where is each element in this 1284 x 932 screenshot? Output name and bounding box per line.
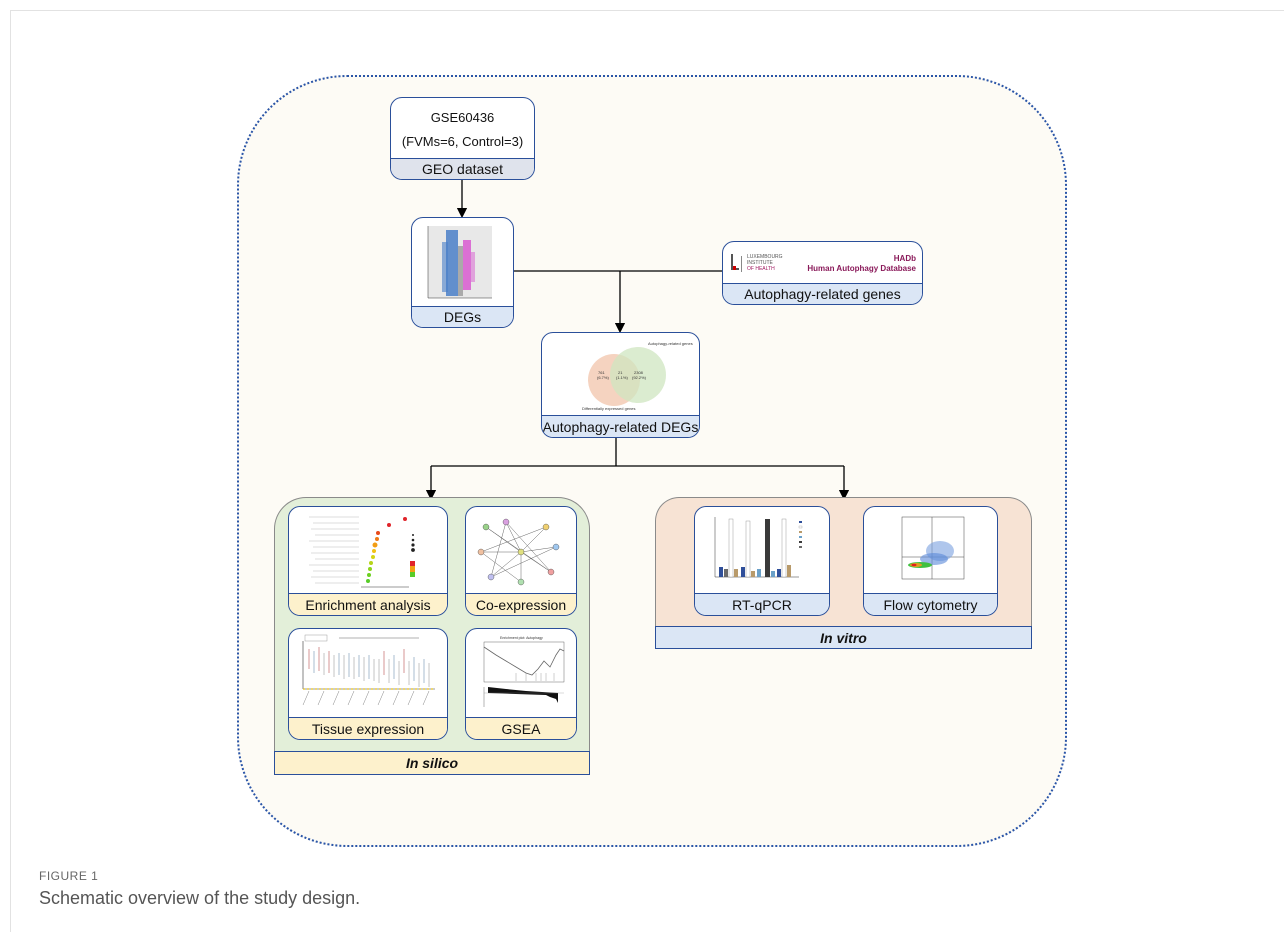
venn-diagram: Autophagy-related genes Differentially e… [582,341,693,411]
in-silico-label: In silico [274,751,590,775]
venn-box: Autophagy-related genes Differentially e… [541,332,700,438]
volcano-plot-thumbnail [427,226,492,299]
tissue-boxplot-thumbnail [302,634,435,706]
hadb-full-name: Human Autophagy Database [807,264,916,273]
coexpression-box: Co-expression [465,506,577,616]
rtqpcr-bar-thumbnail [714,517,803,578]
geo-dataset-box: GSE60436 (FVMs=6, Control=3) GEO dataset [390,97,535,180]
geo-label: GEO dataset [391,158,534,179]
venn-right-count: 2308 [634,370,644,375]
in-vitro-label: In vitro [655,626,1032,649]
lih-logo-accent-icon [733,266,736,270]
degs-box: DEGs [411,217,514,328]
lih-line-2: INSTITUTE [747,260,773,266]
geo-groups: (FVMs=6, Control=3) [401,134,524,149]
venn-mid-count: 21 [618,370,623,375]
lih-line-3: OF HEALTH [747,266,775,272]
figure-caption: Schematic overview of the study design. [39,888,361,908]
venn-right-pct: (92.2%) [632,375,647,380]
tissue-box: Tissue expression [288,628,448,740]
venn-title-top: Autophagy-related genes [648,341,693,346]
hadb-name: HADb [893,254,916,263]
figure-frame [10,10,1284,932]
geo-id: GSE60436 [430,110,495,125]
venn-title-bottom: Differentially expressed genes [582,406,636,411]
hadb-label: Autophagy-related genes [723,283,922,304]
enrichment-label: Enrichment analysis [289,593,447,615]
gsea-label: GSEA [466,717,576,739]
gsea-plot-title: Enrichment plot: Autophagy [500,636,543,640]
gsea-plot-thumbnail: Enrichment plot: Autophagy [483,636,565,707]
flow-box: Flow cytometry [863,506,998,616]
flow-scatter-thumbnail [901,516,965,580]
lih-line-1: LUXEMBOURG [747,254,783,260]
figure-number: FIGURE 1 [39,869,99,883]
gsea-box: Enrichment plot: Autophagy GSEA [465,628,577,740]
hadb-box: LUXEMBOURG INSTITUTE OF HEALTH HADb Huma… [722,241,923,305]
rtqpcr-label: RT-qPCR [695,593,829,615]
tissue-label: Tissue expression [289,717,447,739]
enrichment-dotplot-thumbnail [309,516,415,588]
rtqpcr-box: RT-qPCR [694,506,830,616]
degs-label: DEGs [412,306,513,327]
venn-mid-pct: (1.1%) [616,375,628,380]
venn-left-count: 761 [598,370,605,375]
venn-left-pct: (6.7%) [597,375,609,380]
coexpression-label: Co-expression [466,593,576,615]
venn-label: Autophagy-related DEGs [542,415,699,437]
enrichment-box: Enrichment analysis [288,506,448,616]
flow-label: Flow cytometry [864,593,997,615]
network-thumbnail [477,518,560,586]
